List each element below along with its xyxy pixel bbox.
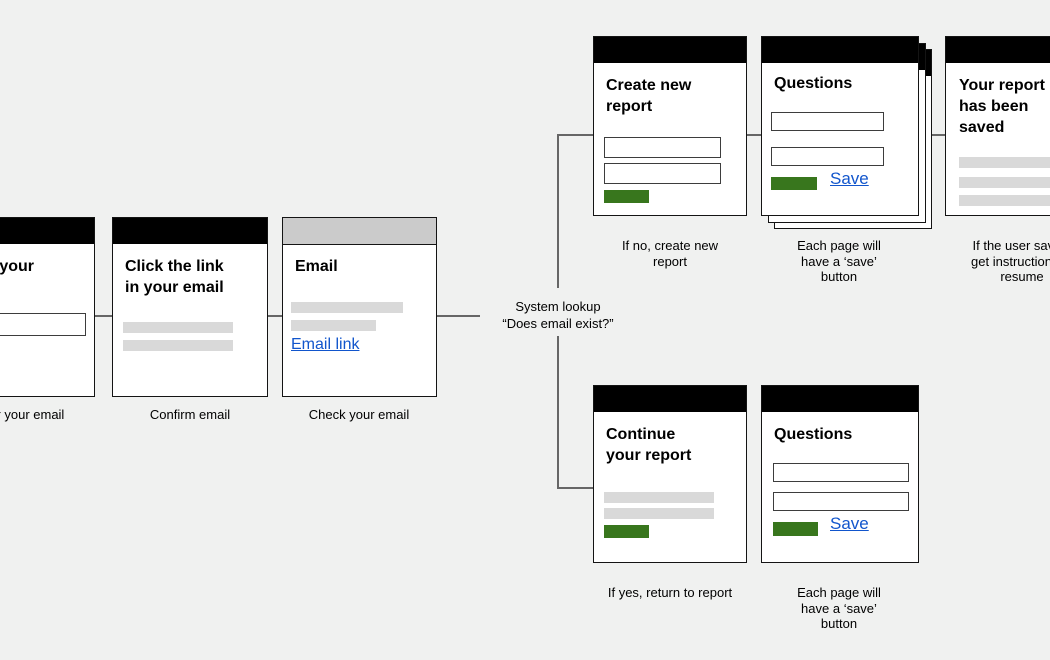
green-submit-button[interactable]	[771, 177, 817, 190]
form-input-field[interactable]	[604, 137, 721, 158]
card-email: Email Email link	[282, 217, 437, 397]
placeholder-text-line	[291, 302, 403, 313]
caption-if-user-saves: If the user saves, get instructions to r…	[971, 238, 1050, 284]
connector-branch-down	[557, 336, 559, 488]
connector-to-continue-report	[557, 487, 594, 489]
card-report-saved: Your report has been saved	[945, 36, 1050, 216]
card-title: Email	[295, 258, 338, 275]
connector-to-create-report	[557, 134, 594, 136]
card-header-bar	[762, 386, 918, 412]
card-header-bar	[0, 218, 94, 244]
card-title: Create new report	[606, 77, 692, 115]
question-input-field[interactable]	[771, 112, 884, 131]
save-link[interactable]: Save	[830, 169, 869, 188]
placeholder-text-line	[123, 340, 233, 351]
caption-confirm-email: Confirm email	[149, 407, 231, 422]
card-header-bar	[594, 386, 746, 412]
card-title: Your report has been saved	[959, 77, 1045, 136]
placeholder-text-line	[959, 177, 1050, 188]
connector-click-to-email	[267, 315, 283, 317]
card-click-the-link: Click the link in your email	[112, 217, 268, 397]
system-lookup-label: System lookup “Does email exist?”	[458, 299, 658, 332]
connector-questions-to-saved	[931, 134, 946, 136]
card-header-bar	[594, 37, 746, 63]
form-input-field[interactable]	[604, 163, 721, 184]
placeholder-text-line	[959, 157, 1050, 168]
placeholder-text-line	[604, 492, 714, 503]
caption-enter-your-email: Enter your email	[0, 407, 65, 422]
caption-each-page-save-button-bottom: Each page will have a ‘save’ button	[797, 585, 881, 631]
system-lookup-label-line2: “Does email exist?”	[502, 315, 614, 331]
caption-if-yes-return-to-report: If yes, return to report	[607, 585, 733, 600]
question-input-field[interactable]	[773, 492, 909, 511]
caption-check-your-email: Check your email	[308, 407, 410, 422]
green-submit-button[interactable]	[773, 522, 818, 536]
placeholder-text-line	[604, 508, 714, 519]
card-header-bar	[113, 218, 267, 244]
placeholder-text-line	[959, 195, 1050, 206]
card-title: Continue your report	[606, 426, 692, 464]
card-questions-bottom: Questions Save	[761, 385, 919, 563]
card-enter-your-email: Enter your email	[0, 217, 95, 397]
caption-each-page-save-button-top: Each page will have a ‘save’ button	[797, 238, 881, 284]
card-title: Questions	[774, 426, 853, 443]
caption-if-no-create-new-report: If no, create new report	[621, 238, 719, 269]
card-questions-stack: Questions Save	[761, 36, 933, 230]
green-submit-button[interactable]	[604, 525, 649, 538]
save-link[interactable]: Save	[830, 514, 869, 533]
card-create-new-report: Create new report	[593, 36, 747, 216]
green-submit-button[interactable]	[604, 190, 649, 203]
connector-create-to-questions	[746, 134, 762, 136]
card-header-bar	[946, 37, 1050, 63]
card-title: Questions	[774, 75, 853, 92]
card-continue-your-report: Continue your report	[593, 385, 747, 563]
placeholder-text-line	[291, 320, 376, 331]
card-questions-top: Questions Save	[761, 36, 919, 216]
card-title: Enter your email	[0, 258, 35, 275]
connector-email-to-lookup	[436, 315, 480, 317]
email-input-field[interactable]	[0, 313, 86, 336]
question-input-field[interactable]	[771, 147, 884, 166]
connector-branch-up	[557, 134, 559, 288]
card-title: Click the link in your email	[125, 258, 224, 296]
connector-enter-to-click	[95, 315, 113, 317]
card-header-bar-gray	[283, 218, 436, 245]
question-input-field[interactable]	[773, 463, 909, 482]
system-lookup-label-line1: System lookup	[515, 299, 601, 314]
card-header-bar	[762, 37, 918, 63]
placeholder-text-line	[123, 322, 233, 333]
email-link[interactable]: Email link	[291, 336, 360, 353]
